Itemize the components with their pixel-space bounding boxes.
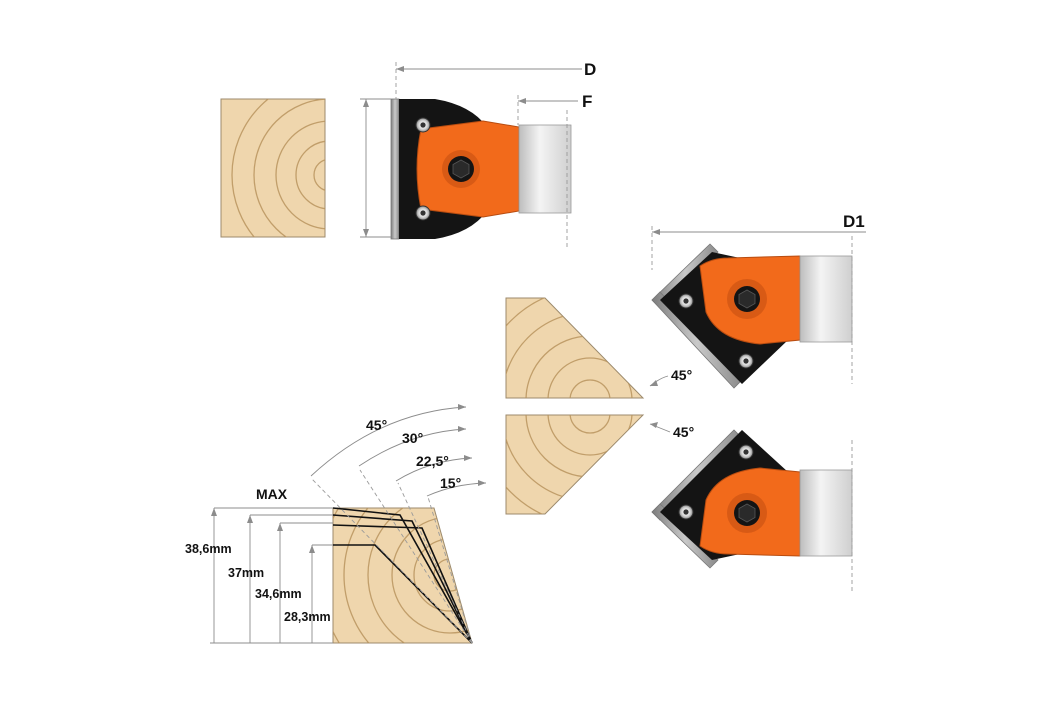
label-height-38-6: 38,6mm <box>185 542 232 556</box>
label-angle-30: 30° <box>402 430 423 446</box>
dimension-f: F <box>517 92 592 247</box>
label-d1: D1 <box>843 212 865 231</box>
label-angle-chamfer-lower: 45° <box>673 424 694 440</box>
label-d: D <box>584 60 596 79</box>
label-f: F <box>582 92 592 111</box>
label-height-28-3: 28,3mm <box>284 610 331 624</box>
dimension-height-top <box>360 98 391 238</box>
label-angle-chamfer-upper: 45° <box>671 367 692 383</box>
dimension-d: D <box>395 60 596 99</box>
label-angle-45: 45° <box>366 417 387 433</box>
label-angle-15: 15° <box>440 475 461 491</box>
cutter-head-right-upper <box>651 243 853 389</box>
label-angle-22-5: 22,5° <box>416 453 449 469</box>
angle-chamfer-lower: 45° <box>649 422 694 440</box>
cutter-head-right-lower <box>651 429 853 569</box>
dimension-d1: D1 <box>651 212 866 592</box>
wood-block-top <box>220 98 326 238</box>
label-max: MAX <box>256 486 288 502</box>
label-height-34-6: 34,6mm <box>255 587 302 601</box>
angle-chamfer-upper: 45° <box>649 367 692 387</box>
height-dimensions: 38,6mm 37mm 34,6mm 28,3mm <box>185 507 333 644</box>
angle-fan: 45° 30° 22,5° 15° <box>310 404 487 644</box>
cutter-head-top <box>390 98 572 240</box>
label-height-37: 37mm <box>228 566 264 580</box>
